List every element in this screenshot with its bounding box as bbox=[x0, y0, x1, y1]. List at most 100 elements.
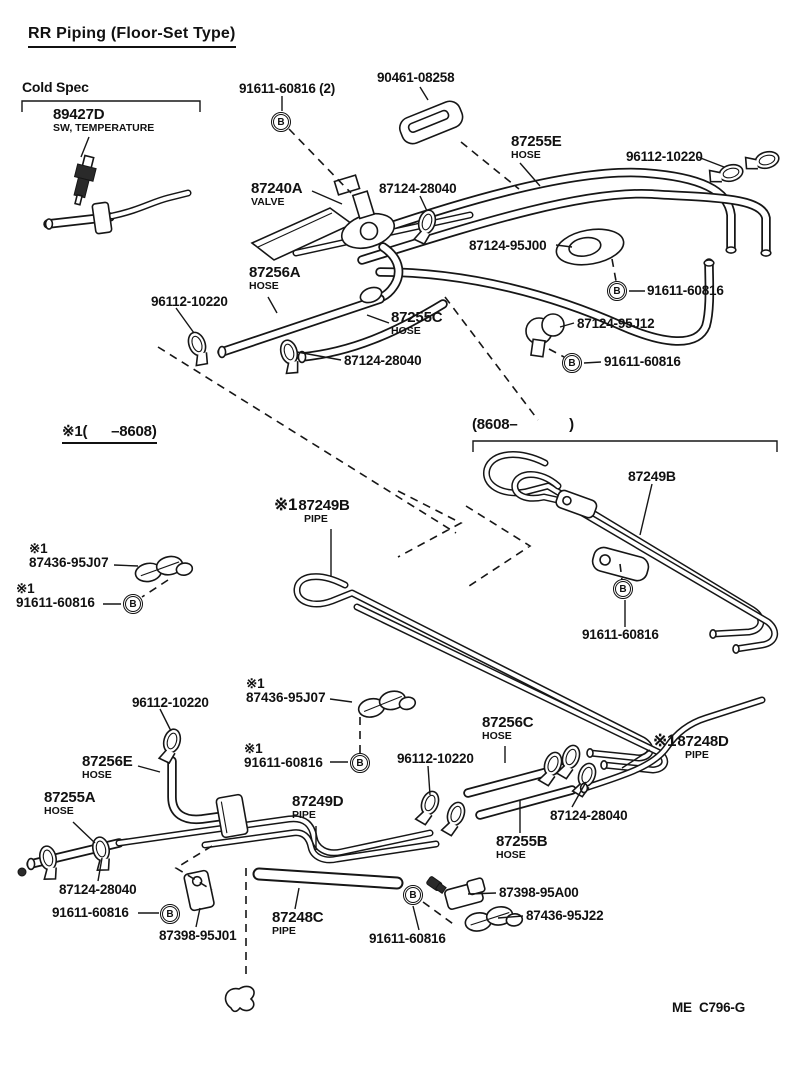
dashed-reference-lines bbox=[141, 128, 623, 978]
part-sublabel: PIPE bbox=[685, 748, 709, 761]
clamp-icon bbox=[742, 148, 782, 175]
bolt-letter: B bbox=[409, 889, 417, 901]
leader-lines bbox=[21, 86, 778, 931]
part-number: 87256C bbox=[482, 714, 534, 731]
clamp-icon bbox=[157, 726, 184, 766]
bolt-symbol-bottomleft: B bbox=[160, 904, 180, 924]
part-number: 87255C bbox=[391, 309, 443, 326]
bracket-90461-art bbox=[398, 100, 464, 145]
bolt-symbol-r2: B bbox=[562, 353, 582, 373]
part-label-91611-bottommid: 91611-60816 bbox=[369, 931, 446, 946]
clamp-icon bbox=[440, 799, 469, 839]
part-sublabel: HOSE bbox=[82, 768, 112, 781]
part-label-96112-top: 96112-10220 bbox=[626, 149, 703, 164]
part-number: 87240A bbox=[251, 180, 303, 197]
part-label-87124-28040-top: 87124-28040 bbox=[379, 181, 457, 196]
part-label-91611-r1: 91611-60816 bbox=[647, 283, 724, 298]
part-label-87436-95j22: 87436-95J22 bbox=[526, 908, 604, 923]
part-number: 87248C bbox=[272, 909, 324, 926]
inset-heading-cold-spec: Cold Spec bbox=[22, 79, 89, 95]
hook-clip-art bbox=[224, 985, 255, 1013]
part-label-87124-28040-mid: 87124-28040 bbox=[344, 353, 422, 368]
part-sublabel: PIPE bbox=[272, 924, 296, 937]
star1-marker: ※1 bbox=[653, 731, 677, 750]
part-sublabel: HOSE bbox=[249, 279, 279, 292]
part-label-91611-mid: 91611-60816 bbox=[582, 627, 659, 642]
part-number: 87255A bbox=[44, 789, 96, 806]
temperature-switch-89427d-art bbox=[44, 154, 113, 235]
part-number: 87436-95J07 bbox=[246, 690, 326, 706]
bolt-letter: B bbox=[277, 116, 285, 128]
part-sublabel: HOSE bbox=[391, 324, 421, 337]
part-number: 87249D bbox=[292, 793, 344, 810]
part-number: 87248D bbox=[677, 733, 729, 750]
star1-marker: ※1 bbox=[244, 741, 263, 756]
part-label-87398-95a00: 87398-95A00 bbox=[499, 885, 579, 900]
clamp-icon bbox=[184, 329, 213, 369]
bolt-symbol-r1: B bbox=[607, 281, 627, 301]
part-number: 87255E bbox=[511, 133, 562, 150]
clamp-87124-95j12-art bbox=[525, 313, 565, 358]
part-label-91611-bottomleft: 91611-60816 bbox=[52, 905, 129, 920]
part-number: 87249B bbox=[298, 497, 350, 514]
bolt-letter: B bbox=[129, 598, 137, 610]
part-label-87249b-late: 87249B bbox=[628, 468, 676, 484]
part-label-87398-95j01: 87398-95J01 bbox=[159, 928, 237, 943]
part-number: 89427D bbox=[53, 106, 105, 123]
part-label-87124-95j12: 87124-95J12 bbox=[577, 316, 655, 331]
star1-marker: ※1 bbox=[274, 495, 298, 514]
clamp-icon bbox=[414, 788, 443, 828]
pipe-bracket-87249d-art bbox=[215, 793, 249, 839]
part-label-96112-mid: 96112-10220 bbox=[397, 751, 474, 766]
part-sublabel: HOSE bbox=[44, 804, 74, 817]
bolt-art bbox=[426, 876, 447, 895]
valve-87240a-art bbox=[250, 174, 396, 304]
clamp-87436-95j07-early-icon bbox=[132, 552, 195, 585]
part-label-96112-midleft: 96112-10220 bbox=[132, 695, 209, 710]
part-label-91611-r2: 91611-60816 bbox=[604, 354, 681, 369]
part-number: 91611-60816 bbox=[244, 755, 323, 771]
bolt-letter: B bbox=[619, 583, 627, 595]
hose-87256e-art bbox=[172, 761, 224, 819]
part-number: 87256A bbox=[249, 264, 301, 281]
part-number: 87256E bbox=[82, 753, 133, 770]
part-label-96112-left: 96112-10220 bbox=[151, 294, 228, 309]
bolt-letter: B bbox=[356, 757, 364, 769]
star1-marker: ※1 bbox=[246, 676, 265, 691]
part-number: 91611-60816 bbox=[16, 595, 95, 611]
part-label-87124-28040-bottom: 87124-28040 bbox=[59, 882, 137, 897]
bracket-87124-95j00-art bbox=[555, 228, 625, 266]
part-label-90461-08258: 90461-08258 bbox=[377, 70, 455, 85]
part-label-91611-x2: 91611-60816 (2) bbox=[239, 81, 336, 96]
bolt-end-icon bbox=[17, 867, 27, 877]
pipe-bracket-late-a-art bbox=[555, 489, 598, 519]
part-number: 87436-95J07 bbox=[29, 555, 109, 571]
clamp-87436-95j22-icon bbox=[462, 903, 524, 934]
drawing-code: ME C796-G bbox=[672, 1000, 746, 1015]
bolt-symbol-early-left: B bbox=[123, 594, 143, 614]
bracket-87398-95j01-art bbox=[183, 869, 215, 912]
bracket-87398-95a00-art bbox=[444, 877, 486, 910]
part-sublabel: SW, TEMPERATURE bbox=[53, 121, 155, 134]
bolt-letter: B bbox=[613, 285, 621, 297]
part-sublabel: HOSE bbox=[496, 848, 526, 861]
clamp-87436-95j07-mid-icon bbox=[355, 686, 418, 721]
part-label-87124-28040-mid2: 87124-28040 bbox=[550, 808, 628, 823]
cold-spec-pipe-art bbox=[48, 193, 188, 224]
variant-label-early: ※1( –8608) bbox=[62, 424, 157, 444]
